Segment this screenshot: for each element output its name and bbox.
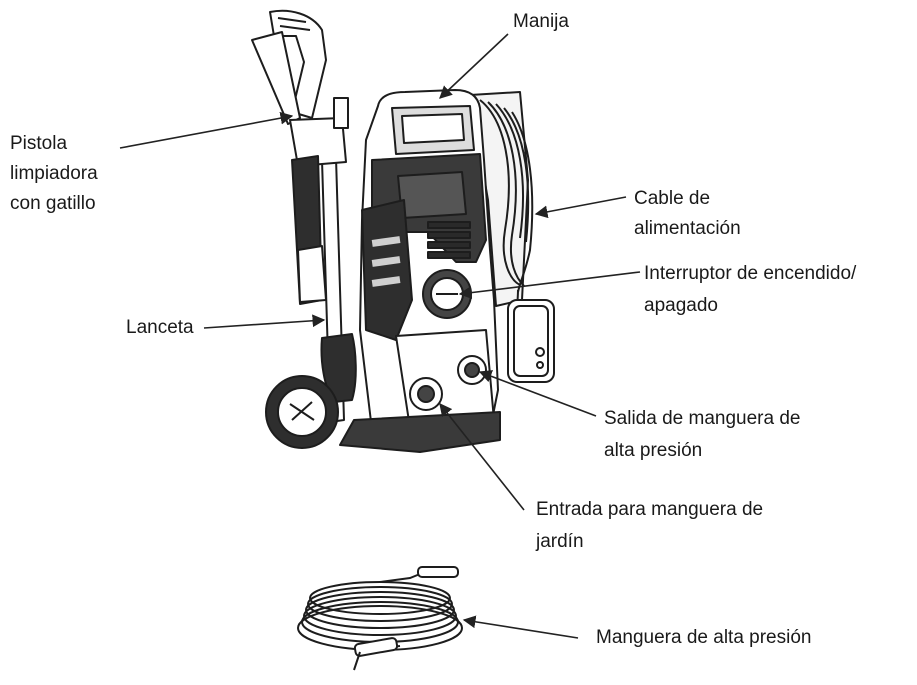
leader-lanceta [203,314,326,329]
leader-interruptor [458,271,641,299]
label-cable-line-2: alimentación [634,218,741,239]
label-pistola-line-2: limpiadora [10,163,98,184]
leader-manguera [462,615,579,639]
label-pistola-line-3: con gatillo [10,193,96,214]
leader-cable [534,196,627,219]
label-salida-line-1: Salida de manguera de [604,408,801,429]
leader-salida [478,370,597,417]
label-manguera: Manguera de alta presión [596,627,812,648]
leader-lines [119,33,641,639]
leader-entrada [439,402,525,511]
label-cable-line-1: Cable de [634,188,711,209]
label-entrada-line-2: jardín [536,531,584,552]
label-lanceta: Lanceta [126,317,194,338]
label-interruptor-line-1: Interruptor de encendido/ [644,263,857,284]
label-manija: Manija [513,11,569,32]
leader-manija [439,33,509,99]
leader-pistola [119,111,294,149]
label-interruptor-line-2: apagado [644,295,718,316]
pressure-washer-illustration [251,9,555,453]
label-entrada-line-1: Entrada para manguera de [536,499,764,520]
label-salida-line-2: alta presión [604,440,703,461]
label-pistola-line-1: Pistola [10,133,68,154]
hose-coil-illustration [297,566,463,671]
